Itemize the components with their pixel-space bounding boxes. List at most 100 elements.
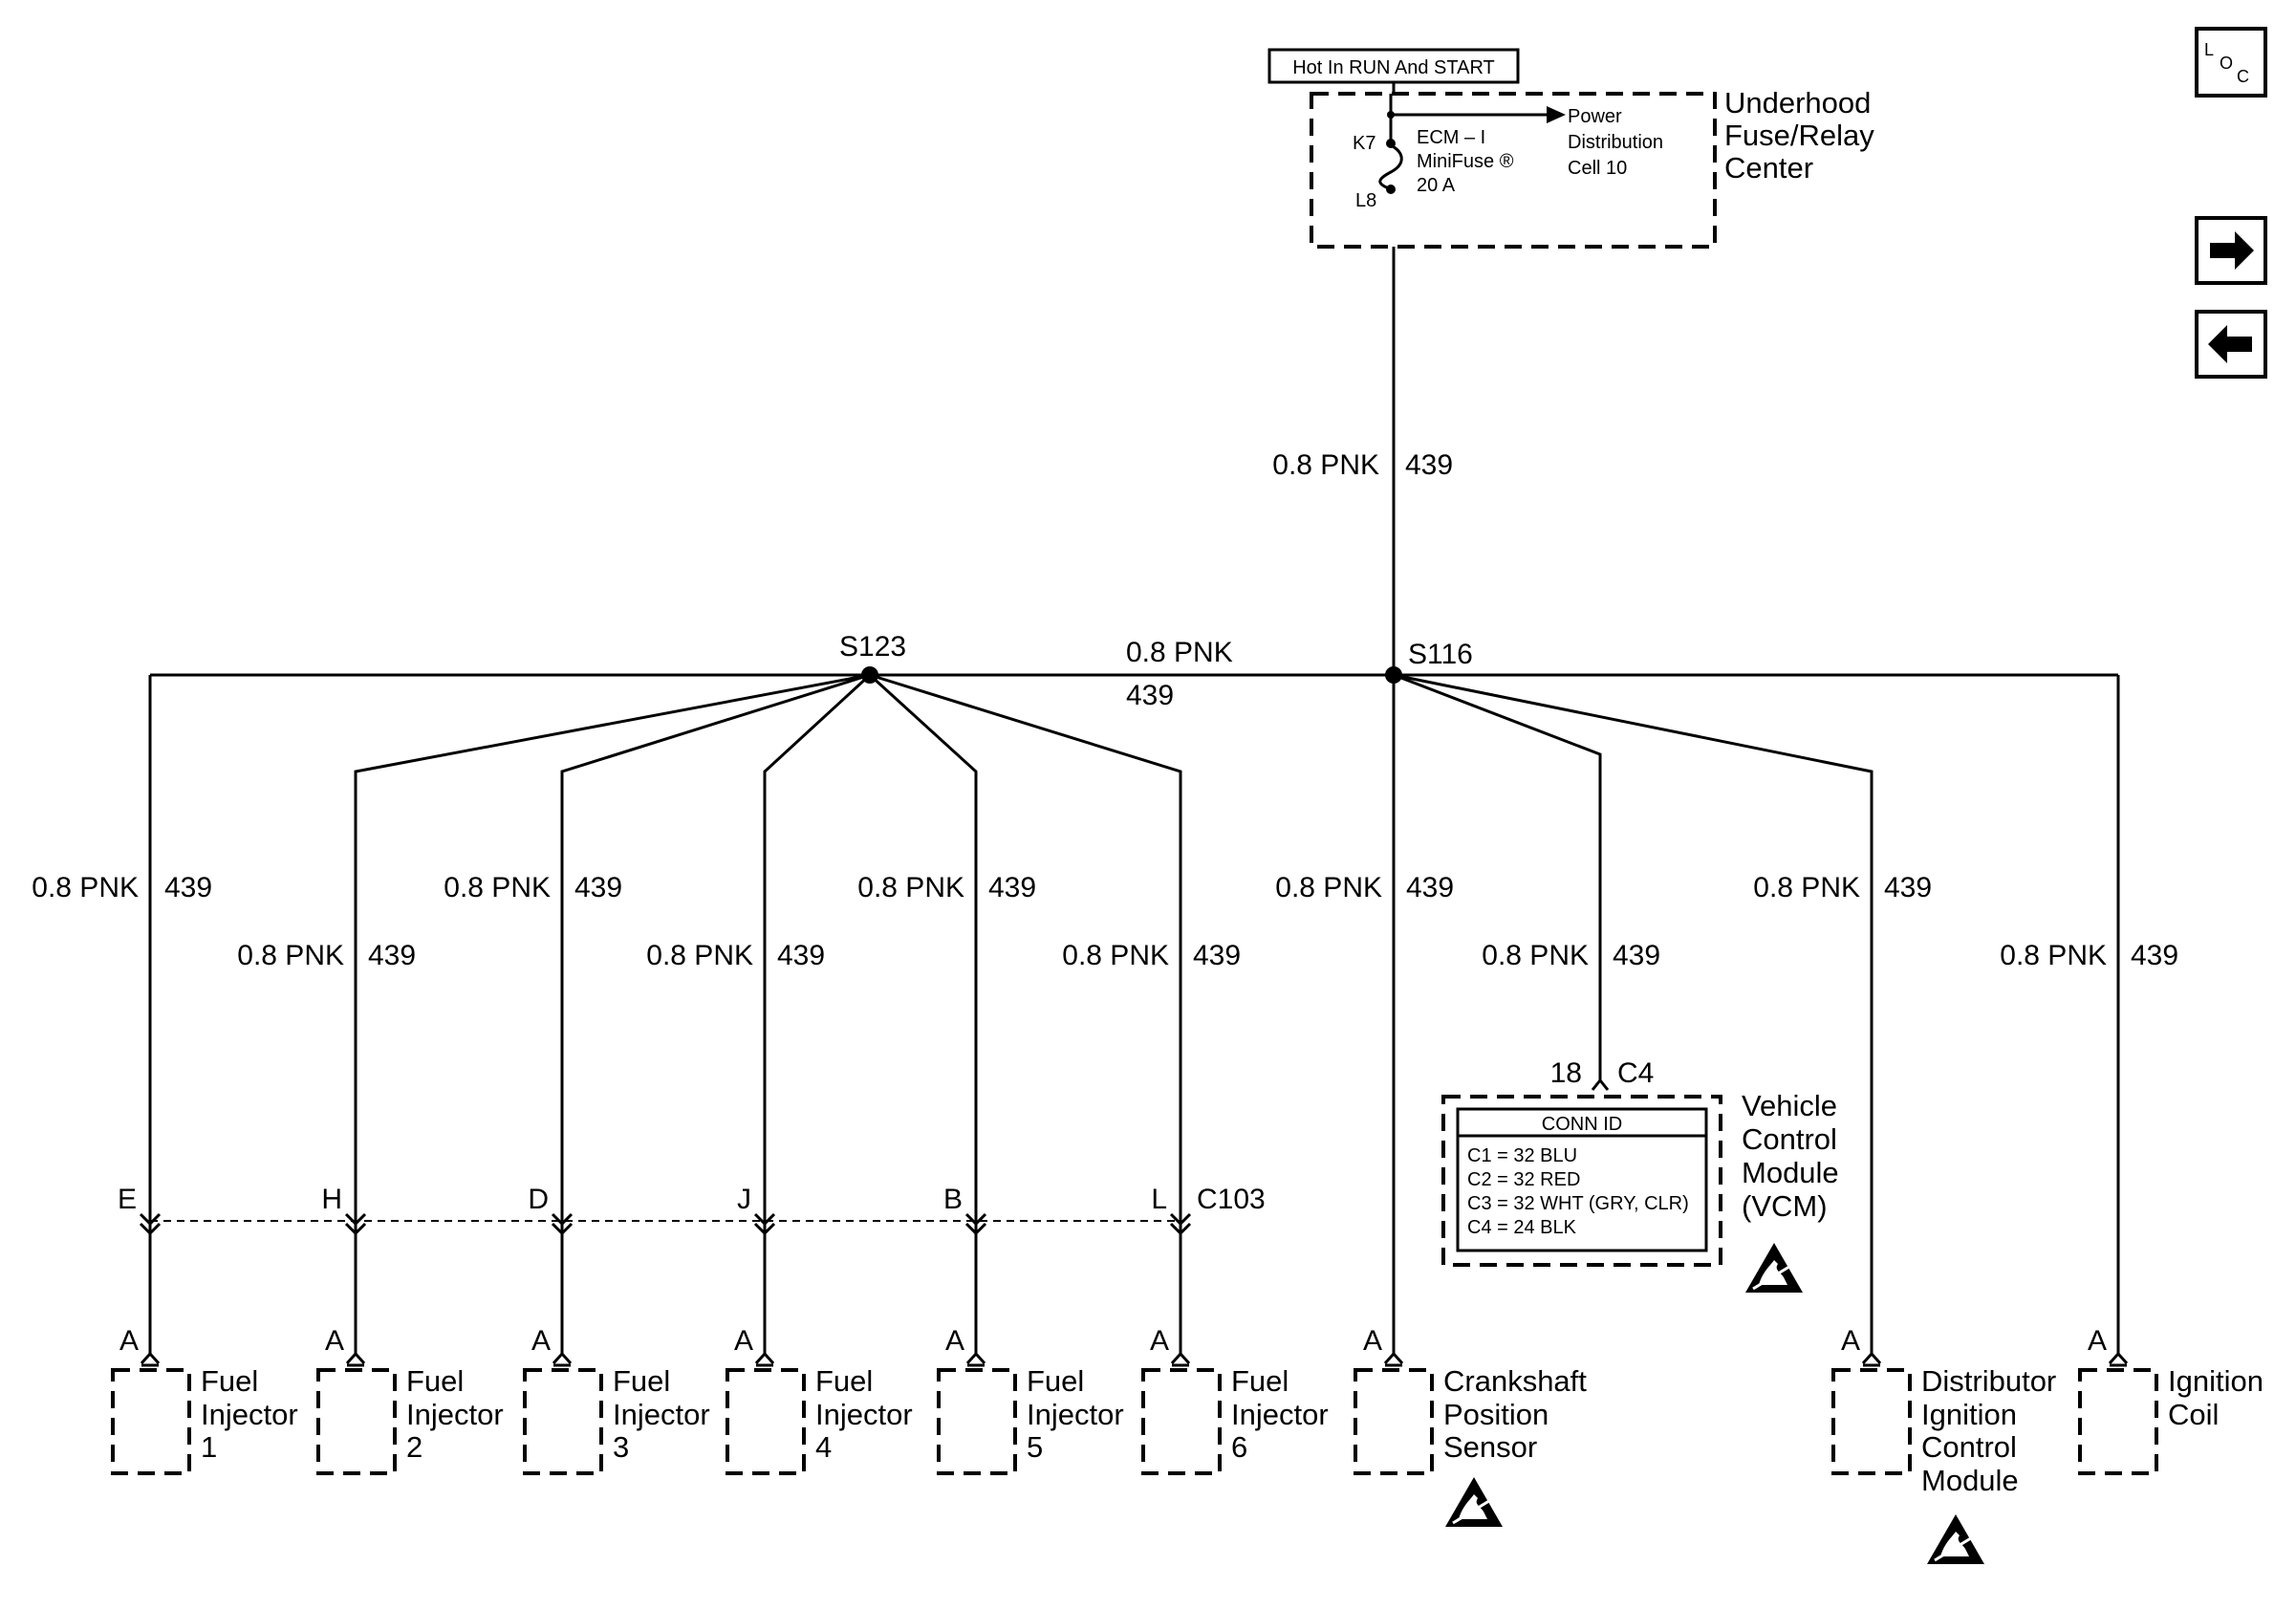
fuel-injector-1: Fuel Injector 1 (111, 1364, 298, 1475)
svg-text:Fuel: Fuel (1231, 1364, 1289, 1398)
svg-text:A: A (1841, 1325, 1860, 1357)
svg-text:Distributor: Distributor (1921, 1364, 2056, 1398)
svg-text:439: 439 (368, 940, 416, 971)
esd-warning-icon (1925, 1512, 1986, 1566)
svg-text:6: 6 (1231, 1430, 1247, 1464)
svg-text:C: C (2237, 67, 2249, 86)
svg-text:Fuel: Fuel (406, 1364, 464, 1398)
svg-text:Injector: Injector (613, 1398, 710, 1431)
c103-label: C103 (1197, 1184, 1266, 1215)
svg-text:Hot In RUN And START: Hot In RUN And START (1292, 57, 1495, 78)
svg-text:3: 3 (613, 1430, 629, 1464)
pin-k7-label: K7 (1353, 133, 1375, 154)
svg-text:Fuel: Fuel (201, 1364, 258, 1398)
pin-e-label: E (118, 1184, 137, 1215)
svg-text:439: 439 (574, 872, 622, 903)
locator-icon[interactable]: L O C (2195, 27, 2267, 98)
next-page-arrow-icon[interactable] (2195, 216, 2267, 285)
svg-text:0.8 PNK: 0.8 PNK (1272, 449, 1379, 481)
svg-text:Crankshaft: Crankshaft (1443, 1364, 1587, 1398)
svg-text:Injector: Injector (406, 1398, 504, 1431)
svg-text:Module: Module (1921, 1464, 2019, 1497)
svg-text:A: A (734, 1325, 753, 1357)
wire-labels: 0.8 PNK 439 0.8 PNK 439 0.8 PNK 439 0.8 … (32, 449, 2178, 971)
svg-text:439: 439 (164, 872, 212, 903)
svg-text:4: 4 (815, 1430, 832, 1464)
svg-text:Ignition: Ignition (1921, 1398, 2017, 1431)
previous-page-arrow-icon[interactable] (2195, 310, 2267, 379)
hot-in-run-start-label: Hot In RUN And START (1267, 48, 1520, 84)
svg-text:L: L (2204, 40, 2214, 59)
svg-text:A: A (1363, 1325, 1382, 1357)
conn-id-c2: C2 = 32 RED (1467, 1169, 1580, 1190)
svg-text:A: A (945, 1325, 964, 1357)
svg-text:Fuel: Fuel (1027, 1364, 1084, 1398)
vcm-label-1: Vehicle (1742, 1089, 1837, 1122)
vcm-pin-label: 18 (1550, 1057, 1582, 1089)
svg-text:A: A (325, 1325, 344, 1357)
svg-text:Coil: Coil (2168, 1398, 2219, 1431)
vehicle-control-module: 18 C4 CONN ID C1 = 32 BLU C2 = 32 RED C3… (1441, 1057, 1839, 1295)
svg-text:Fuel: Fuel (815, 1364, 873, 1398)
splice-s123 (861, 666, 878, 684)
component-pins: A A A A A A A A A (119, 1325, 2129, 1367)
svg-text:5: 5 (1027, 1430, 1043, 1464)
svg-text:0.8 PNK: 0.8 PNK (1062, 940, 1169, 971)
svg-text:439: 439 (1126, 680, 1174, 711)
svg-text:439: 439 (988, 872, 1036, 903)
distributor-ignition-control-module: Distributor Ignition Control Module (1831, 1364, 2056, 1566)
svg-text:A: A (119, 1325, 139, 1357)
svg-text:Injector: Injector (815, 1398, 913, 1431)
svg-text:0.8 PNK: 0.8 PNK (2000, 940, 2107, 971)
conn-id-c4: C4 = 24 BLK (1467, 1217, 1577, 1238)
svg-text:Fuel: Fuel (613, 1364, 670, 1398)
wiring (148, 247, 2120, 1356)
svg-text:439: 439 (1884, 872, 1932, 903)
svg-text:0.8 PNK: 0.8 PNK (857, 872, 964, 903)
pin-h-label: H (321, 1184, 342, 1215)
svg-text:Control: Control (1921, 1430, 2017, 1464)
minifuse-symbol (1378, 143, 1403, 191)
fuel-injector-6: Fuel Injector 6 (1141, 1364, 1329, 1475)
svg-text:A: A (1150, 1325, 1169, 1357)
pd-label-3: Cell 10 (1568, 158, 1627, 179)
svg-text:Injector: Injector (201, 1398, 298, 1431)
svg-text:439: 439 (1406, 872, 1454, 903)
fuel-injector-5: Fuel Injector 5 (937, 1364, 1124, 1475)
pin-j-label: J (737, 1184, 751, 1215)
pin-l-label: L (1151, 1184, 1167, 1215)
vcm-label-4: (VCM) (1742, 1189, 1828, 1223)
conn-id-c3: C3 = 32 WHT (GRY, CLR) (1467, 1193, 1689, 1214)
svg-text:0.8 PNK: 0.8 PNK (646, 940, 753, 971)
crankshaft-position-sensor: Crankshaft Position Sensor (1354, 1364, 1587, 1529)
pin-l8-label: L8 (1355, 190, 1376, 211)
svg-text:0.8 PNK: 0.8 PNK (237, 940, 344, 971)
center-label-3: Center (1724, 151, 1813, 185)
fuse-rating: 20 A (1417, 175, 1456, 196)
underhood-fuse-relay-center: Underhood Fuse/Relay Center (1310, 86, 1874, 249)
svg-text:439: 439 (1613, 940, 1660, 971)
splice-s116 (1385, 666, 1402, 684)
center-label-1: Underhood (1724, 86, 1871, 120)
conn-id-title: CONN ID (1542, 1114, 1622, 1135)
connector-c103: E H D J B L C103 (118, 1184, 1266, 1236)
splice-s123-label: S123 (839, 631, 906, 663)
conn-id-c1: C1 = 32 BLU (1467, 1145, 1577, 1166)
svg-text:0.8 PNK: 0.8 PNK (1753, 872, 1860, 903)
vcm-conn-label: C4 (1617, 1057, 1654, 1089)
svg-text:439: 439 (777, 940, 825, 971)
power-distribution-arrow (1547, 106, 1566, 123)
svg-text:439: 439 (1193, 940, 1241, 971)
svg-text:Sensor: Sensor (1443, 1430, 1537, 1464)
fuel-injector-3: Fuel Injector 3 (523, 1364, 710, 1475)
svg-text:0.8 PNK: 0.8 PNK (32, 872, 139, 903)
svg-text:0.8 PNK: 0.8 PNK (1275, 872, 1382, 903)
ignition-coil: Ignition Coil (2078, 1364, 2264, 1475)
svg-text:0.8 PNK: 0.8 PNK (444, 872, 551, 903)
svg-text:Position: Position (1443, 1398, 1549, 1431)
svg-text:0.8 PNK: 0.8 PNK (1126, 637, 1233, 668)
pd-label-1: Power (1568, 106, 1622, 127)
svg-text:1: 1 (201, 1430, 217, 1464)
svg-text:439: 439 (2131, 940, 2178, 971)
